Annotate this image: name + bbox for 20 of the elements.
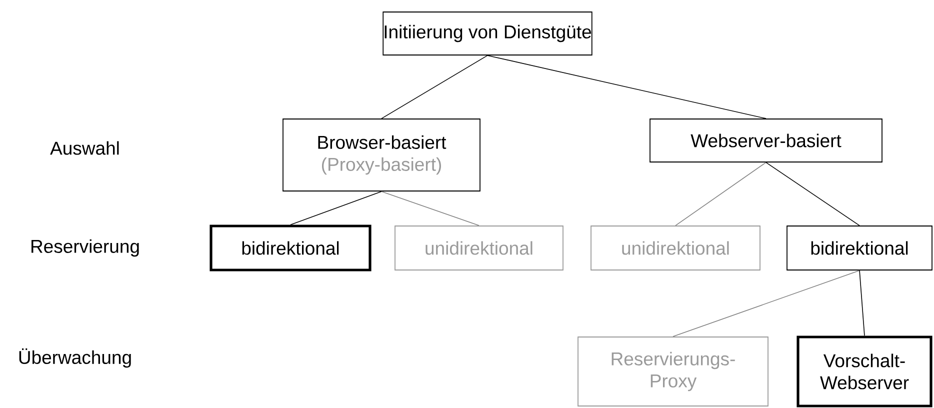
connector-line bbox=[290, 191, 382, 226]
tree-box: Initiierung von Dienstgüte bbox=[382, 12, 592, 56]
tree-box: Vorschalt- Webserver bbox=[796, 336, 932, 408]
connector-line bbox=[487, 55, 766, 119]
tree-box: unidirektional bbox=[394, 226, 564, 270]
tree-box: Webserver-basiert bbox=[650, 118, 882, 162]
tree-box: bidirektional bbox=[210, 224, 372, 272]
connector-line bbox=[859, 270, 865, 336]
tree-box: Reservierungs- Proxy bbox=[578, 336, 768, 406]
connector-line bbox=[675, 162, 766, 226]
connector-line bbox=[381, 191, 480, 226]
connector-line bbox=[766, 162, 860, 226]
tree-box: unidirektional bbox=[590, 226, 760, 270]
connector-line bbox=[672, 270, 860, 337]
level-label: Überwachung bbox=[19, 348, 131, 368]
level-label: Reservierung bbox=[32, 239, 139, 257]
tree-box: Browser-basiert (Proxy-basiert) bbox=[282, 118, 480, 192]
tree-box: bidirektional bbox=[786, 226, 932, 270]
connector-line bbox=[381, 55, 488, 119]
level-label: Auswahl bbox=[50, 141, 119, 155]
